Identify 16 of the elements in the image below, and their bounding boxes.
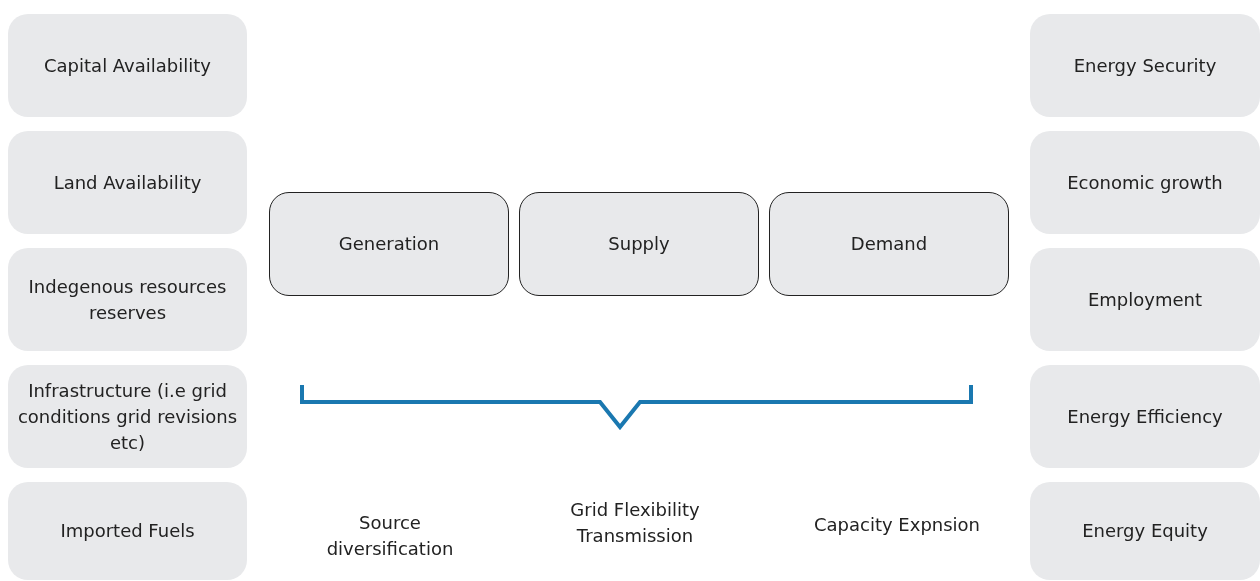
- factor-box: Land Availability: [8, 131, 247, 234]
- stage-box: Demand: [769, 192, 1009, 296]
- factor-box: Imported Fuels: [8, 482, 247, 580]
- factor-box: Employment: [1030, 248, 1260, 351]
- factor-box: Energy Equity: [1030, 482, 1260, 580]
- strategy-label: Capacity Expnsion: [812, 513, 981, 537]
- factor-box: Economic growth: [1030, 131, 1260, 234]
- factor-box: Energy Security: [1030, 14, 1260, 117]
- factor-box: Capital Availability: [8, 14, 247, 117]
- factor-box: Indegenous resources reserves: [8, 248, 247, 351]
- strategy-label: Source diversification: [325, 511, 455, 561]
- stage-box: Generation: [269, 192, 509, 296]
- strategy-label: Grid Flexibility Transmission: [569, 498, 701, 548]
- stage-box: Supply: [519, 192, 759, 296]
- factor-box: Infrastructure (i.e grid conditions grid revisions etc): [8, 365, 247, 468]
- factor-box: Energy Efficiency: [1030, 365, 1260, 468]
